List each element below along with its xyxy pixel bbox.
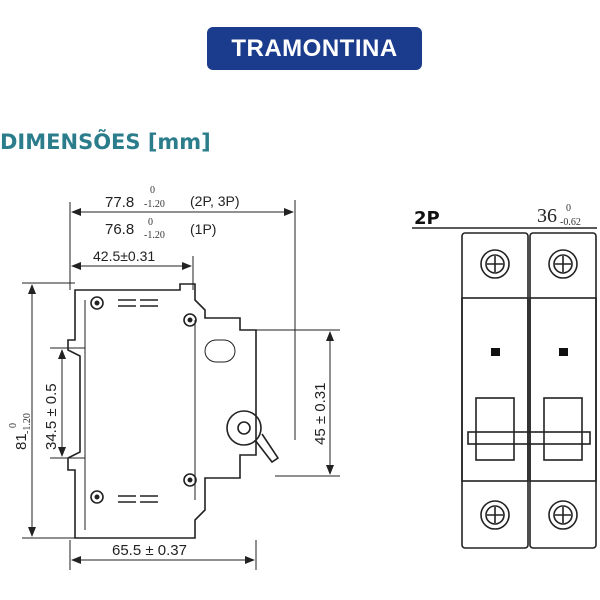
front-width-value: 36	[537, 205, 557, 227]
breaker-side-view	[67, 283, 280, 539]
width-single-upper: 0	[148, 217, 153, 228]
height-value: 81	[13, 433, 30, 450]
side-view-dimensions: 77.8 0 -1.20 (2P, 3P) 76.8 0 -1.20 (1P) …	[8, 185, 340, 570]
height-lower: -1.20	[22, 413, 33, 434]
tramontina-logo: TRAMONTINA	[207, 27, 422, 70]
width-multi-note: (2P, 3P)	[190, 193, 240, 209]
breaker-front-view: 2P 36 0 -0.62	[412, 203, 597, 549]
toggle-pivot	[226, 410, 262, 446]
rail-height-value: 34.5 ± 0.5	[43, 383, 60, 450]
height-upper: 0	[8, 423, 19, 428]
pole-1	[461, 232, 529, 549]
logo-text: TRAMONTINA	[231, 34, 398, 62]
pole-2	[529, 232, 597, 549]
pole-count-label: 2P	[414, 208, 440, 229]
depth-value: 65.5 ± 0.37	[112, 542, 187, 559]
toggle-height-value: 45 ± 0.31	[312, 383, 329, 445]
dimensions-title: DIMENSÕES [mm]	[0, 130, 211, 154]
front-width-upper: 0	[566, 203, 571, 214]
width-multi-lower: -1.20	[144, 199, 165, 210]
rail-offset-value: 42.5±0.31	[93, 248, 155, 264]
width-single-lower: -1.20	[144, 230, 165, 241]
handle-tie-bar	[467, 431, 591, 445]
width-multi-upper: 0	[150, 185, 155, 196]
front-width-lower: -0.62	[560, 217, 581, 228]
width-multi-value: 77.8	[105, 194, 134, 211]
width-single-value: 76.8	[105, 221, 134, 238]
width-single-note: (1P)	[190, 221, 216, 237]
